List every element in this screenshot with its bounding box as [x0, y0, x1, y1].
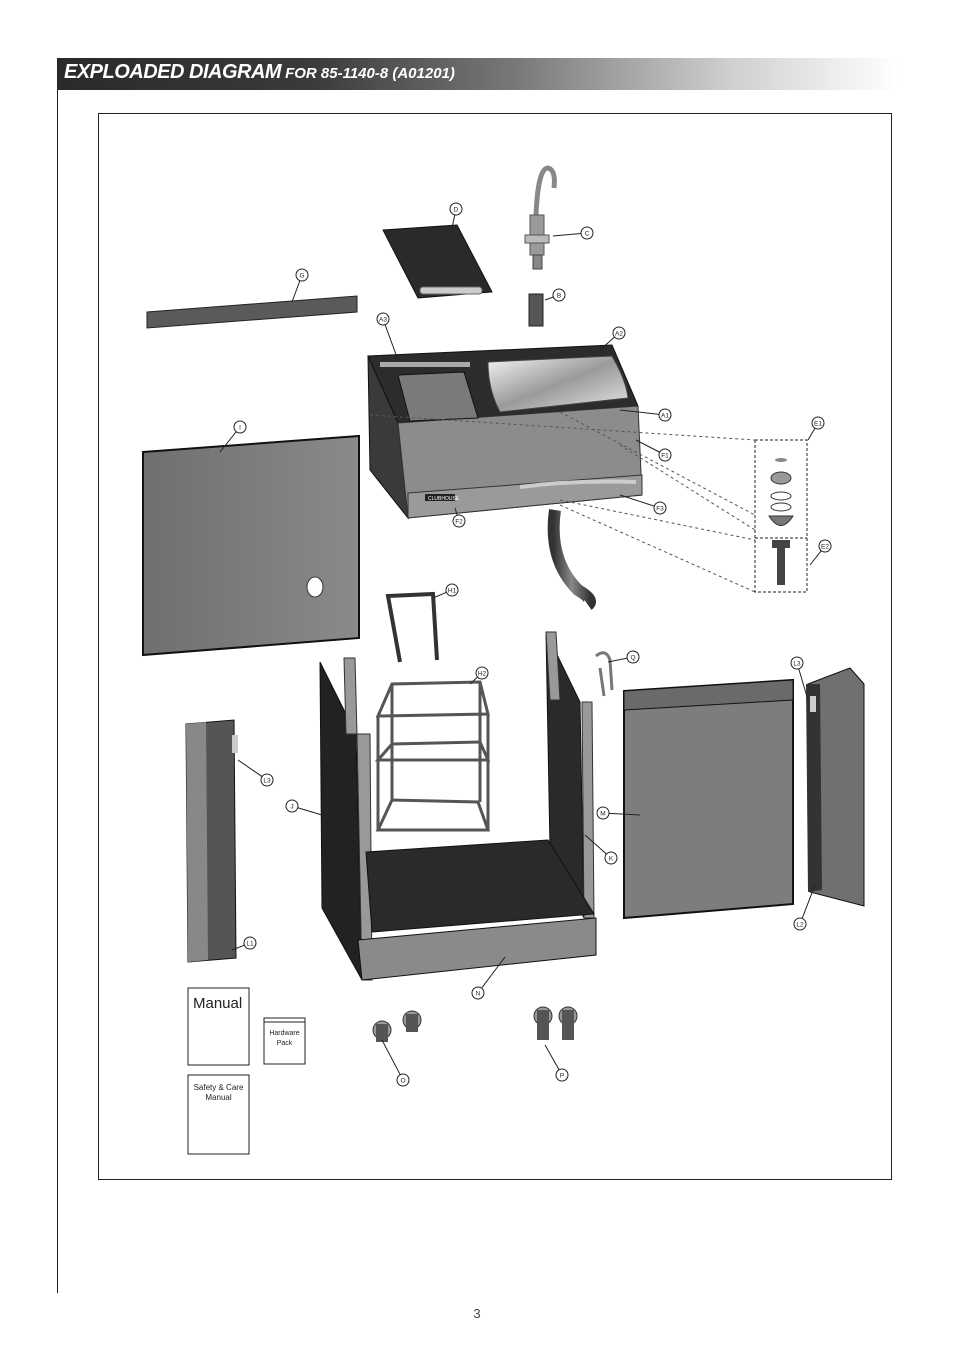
callout-l3a: L3	[790, 656, 809, 701]
callout-label-a1: A1	[661, 413, 669, 420]
hardware-pack: Hardware Pack	[263, 1017, 306, 1065]
callout-f2: F2	[452, 507, 466, 528]
callout-l2: L2	[793, 884, 816, 931]
connector-b	[528, 293, 544, 327]
callout-b: B	[544, 288, 566, 302]
corner-post-l2	[806, 667, 865, 907]
callout-label-k: K	[609, 856, 614, 863]
hardware-label-1: Hardware	[269, 1030, 299, 1037]
callout-label-e1: E1	[814, 421, 822, 428]
callout-label-p: P	[560, 1073, 564, 1080]
callout-e2: E2	[809, 539, 832, 566]
callout-label-a2: A2	[615, 331, 623, 338]
callout-c: C	[552, 226, 594, 240]
corner-post-l1	[185, 719, 238, 963]
callout-label-o: O	[400, 1078, 405, 1085]
callout-label-b: B	[557, 293, 561, 300]
title-sub: FOR 85-1140-8 (A01201)	[285, 65, 455, 82]
callout-a1: A1	[619, 408, 672, 422]
wire-basket-h2	[374, 680, 491, 832]
callout-m: M	[596, 806, 641, 820]
owners-manual: Manual	[187, 987, 250, 1066]
door-m	[623, 678, 794, 920]
diagram-frame	[98, 113, 892, 1180]
callout-label-l3b: L3	[263, 778, 271, 785]
title-main: EXPLOADED DIAGRAM	[64, 61, 282, 83]
callout-label-a3: A3	[379, 317, 387, 324]
callout-p: P	[544, 1044, 569, 1082]
casters-p	[533, 1006, 578, 1040]
callout-label-l1: L1	[246, 941, 254, 948]
callout-label-n: N	[476, 991, 481, 998]
callout-n: N	[471, 956, 506, 1000]
safety-care-manual: Safety & Care Manual	[187, 1074, 250, 1155]
faucet-c	[524, 165, 557, 270]
cabinet-frame	[319, 631, 597, 981]
callout-label-l2: L2	[796, 922, 804, 929]
callout-o: O	[381, 1039, 410, 1087]
casters-o	[372, 1010, 422, 1042]
callout-j: J	[285, 799, 323, 816]
safety-label-1: Safety & Care	[194, 1083, 244, 1092]
callout-l1: L1	[231, 936, 257, 951]
callout-a2: A2	[599, 326, 626, 351]
callout-q: Q	[607, 650, 640, 664]
callout-label-m: M	[600, 811, 605, 818]
sink-unit-a: CLUBHOUSE	[367, 344, 643, 520]
callout-d: D	[449, 202, 463, 229]
callout-label-e2: E2	[821, 544, 829, 551]
callout-i: I	[219, 420, 247, 453]
callout-f3: F3	[619, 494, 667, 515]
callout-label-j: J	[290, 804, 293, 811]
callout-a3: A3	[376, 312, 399, 361]
callout-label-l3a: L3	[793, 661, 801, 668]
callout-label-c: C	[585, 231, 590, 238]
callout-e1: E1	[807, 416, 825, 441]
callout-g: G	[291, 268, 309, 303]
callout-k: K	[584, 834, 618, 865]
callout-label-f1: F1	[661, 453, 669, 460]
callout-label-i: I	[239, 425, 241, 432]
brand-logo: CLUBHOUSE	[428, 496, 460, 502]
page-number: 3	[473, 1306, 481, 1321]
cutting-board-d	[382, 224, 493, 299]
callout-l3b: L3	[237, 759, 274, 787]
callout-label-g: G	[299, 273, 304, 280]
callout-h2: H2	[469, 666, 489, 685]
callout-h1: H1	[432, 583, 459, 599]
callout-label-f2: F2	[455, 519, 463, 526]
callout-label-h2: H2	[478, 671, 487, 678]
drain-assembly-e	[369, 411, 808, 593]
handle-h1	[385, 591, 439, 663]
bracket-q	[595, 651, 614, 697]
manual-label: Manual	[193, 995, 242, 1012]
callout-label-q: Q	[630, 655, 635, 662]
callout-label-d: D	[454, 207, 459, 214]
callout-label-h1: H1	[448, 588, 457, 595]
callout-label-f3: F3	[656, 506, 664, 513]
safety-label-2: Manual	[205, 1093, 231, 1102]
rear-bar-g	[146, 295, 358, 329]
callout-f1: F1	[635, 439, 672, 462]
side-panel-i	[142, 434, 360, 657]
left-margin-rule	[57, 58, 58, 1293]
drain-hose	[547, 509, 596, 610]
hardware-label-2: Pack	[277, 1040, 293, 1047]
